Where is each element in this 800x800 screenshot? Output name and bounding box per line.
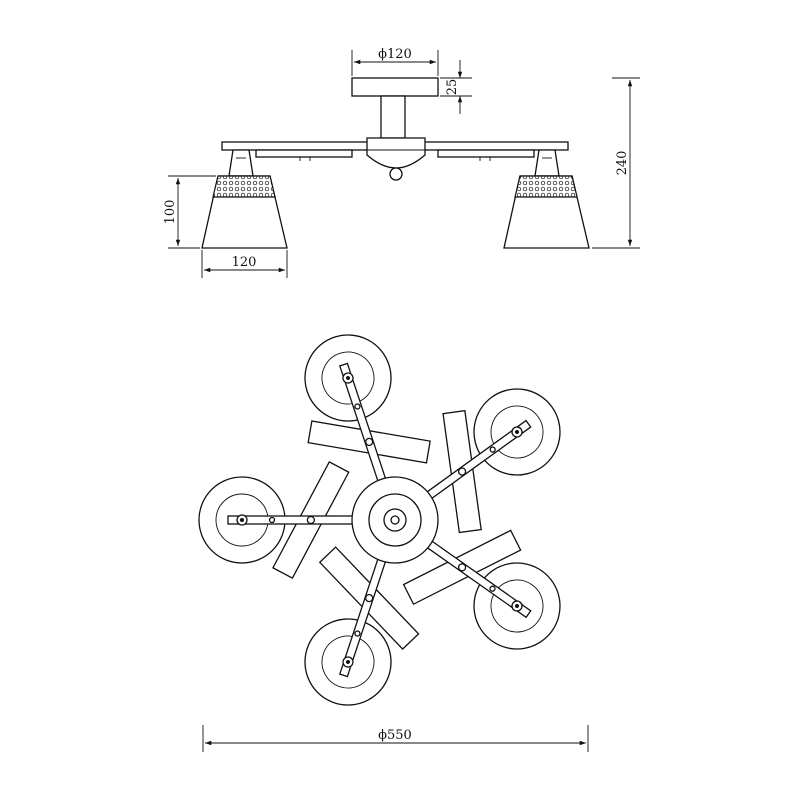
dim-shade-width: 120 [201,250,288,278]
arm-screw [457,563,467,572]
dim-shade-height: 100 [163,175,216,249]
dim-canopy-diameter: ϕ120 [351,47,439,76]
arm-screw-outer [268,516,276,524]
lamp-socket-dot [345,376,350,381]
right-shade-crystal-band [514,175,578,198]
arm-4 [402,527,561,650]
lamp-socket-dot [240,518,244,522]
arm-3 [198,460,376,580]
canopy-height-label: 25 [445,79,460,96]
center-hub [366,137,426,169]
stem [380,95,406,139]
arm-screw-outer [489,585,496,592]
arm-screw [457,467,467,476]
arm-screw [306,515,315,525]
center-screw [390,515,400,525]
arm-screw-outer [354,403,361,410]
right-under-bar [437,149,535,158]
lamp-socket-dot [514,603,519,608]
arm-screw-outer [489,446,496,453]
arm-5 [304,536,420,706]
arm-1 [304,334,431,504]
arms-group [198,334,561,706]
left-lamp [201,149,288,249]
ceiling-canopy [351,77,439,97]
canopy-diameter-label: ϕ120 [378,47,412,62]
left-shade-crystal-band [212,175,276,198]
dim-total-height: 240 [592,77,640,249]
dim-overall-diameter: ϕ550 [202,725,589,752]
arm-screw [364,437,374,447]
arm-screw [364,593,374,603]
dim-canopy-height: 25 [440,60,472,114]
right-lamp [503,149,590,249]
side-elevation: ϕ120 25 240 100 120 [163,47,640,278]
center-finial [389,167,403,181]
shade-height-label: 100 [163,200,178,225]
lamp-socket-dot [514,430,519,435]
shade-width-label: 120 [232,255,257,270]
top-plan-view: ϕ550 [198,334,589,752]
left-under-bar [255,149,353,158]
arm-screw-outer [354,630,361,637]
lamp-socket-dot [345,659,350,664]
overall-diameter-label: ϕ550 [378,728,412,743]
arm-2 [407,388,561,534]
total-height-label: 240 [615,151,630,176]
